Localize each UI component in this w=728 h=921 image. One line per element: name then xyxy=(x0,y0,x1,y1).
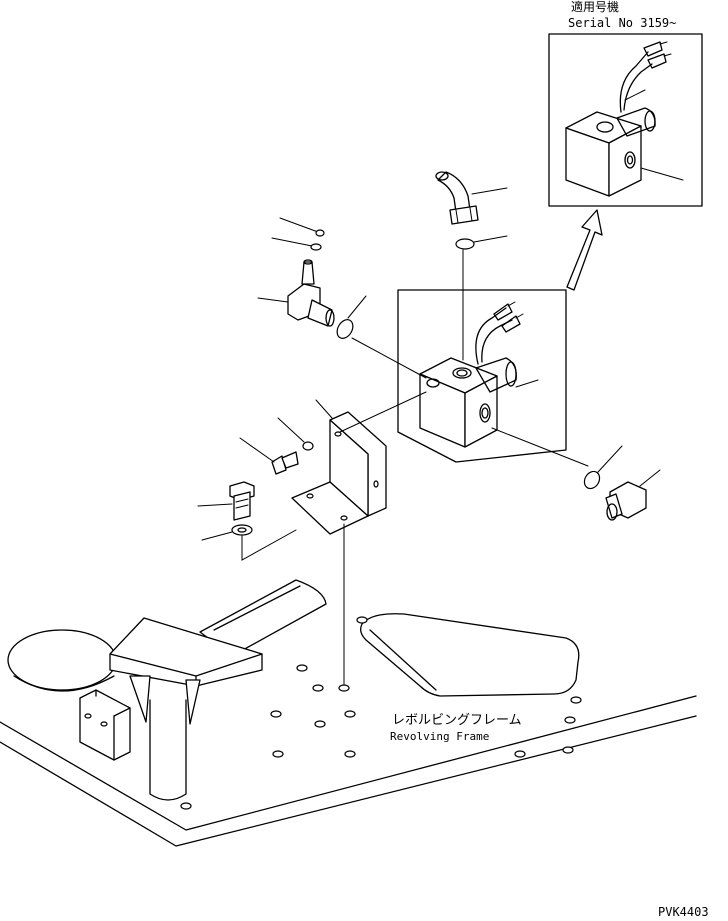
mounting-bracket xyxy=(291,391,427,535)
frame-label-en: Revolving Frame xyxy=(390,730,489,743)
drawing-code: PVK4403 xyxy=(658,905,709,919)
valve-mount-outline xyxy=(397,289,567,463)
serial-inset: 適用号機 Serial No 3159~ xyxy=(548,0,703,207)
frame-label-jp: レボルビングフレーム xyxy=(392,713,522,728)
serial-label: Serial No 3159~ xyxy=(568,16,676,30)
inset-arrow xyxy=(566,209,603,291)
solenoid-valve xyxy=(419,301,539,448)
bolt-large xyxy=(197,481,297,561)
revolving-frame xyxy=(0,579,697,847)
right-fitting xyxy=(491,427,661,521)
applicable-model-label: 適用号機 xyxy=(571,0,619,14)
left-fitting xyxy=(257,217,427,379)
inset-solenoid-valve xyxy=(565,41,684,197)
inset-frame xyxy=(548,33,703,207)
elbow-fitting-top xyxy=(435,171,508,361)
bolt-small xyxy=(239,417,314,475)
